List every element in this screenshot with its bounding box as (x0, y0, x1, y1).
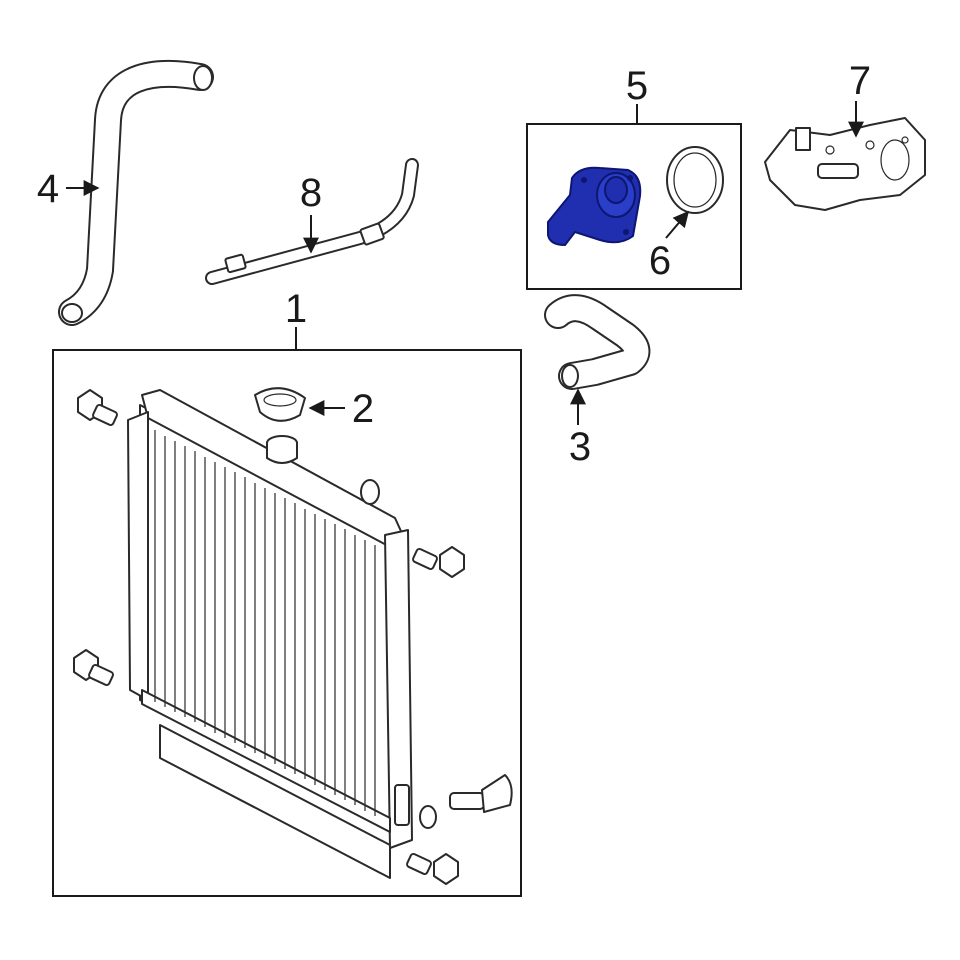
callout-6-leader (665, 210, 690, 239)
callout-4: 4 (37, 167, 59, 211)
callout-1: 1 (285, 287, 307, 331)
radiator-cap-icon[interactable] (254, 387, 306, 422)
o-ring-icon[interactable] (419, 805, 437, 829)
radiator-icon[interactable] (127, 389, 413, 879)
callout-3: 3 (569, 425, 591, 469)
callout-2: 2 (352, 387, 374, 431)
bolt-icon[interactable] (73, 649, 114, 686)
upper-hose-icon[interactable] (58, 60, 214, 326)
callout-6: 6 (649, 239, 671, 283)
thermostat-group-box (526, 123, 742, 290)
callout-5: 5 (626, 64, 648, 108)
water-outlet-icon[interactable] (764, 117, 926, 211)
lower-hose-icon[interactable] (544, 294, 651, 390)
callout-7: 7 (849, 59, 871, 103)
thermostat-housing-icon[interactable] (547, 166, 642, 247)
bolt-icon[interactable] (412, 546, 465, 578)
bypass-pipe-icon[interactable] (205, 158, 419, 285)
bolt-icon[interactable] (406, 852, 459, 885)
callout-8: 8 (300, 171, 322, 215)
thermostat-gasket-icon[interactable] (666, 146, 724, 214)
drain-plug-icon[interactable] (449, 774, 513, 813)
bolt-icon[interactable] (77, 389, 118, 426)
radiator-group-box (52, 349, 522, 897)
